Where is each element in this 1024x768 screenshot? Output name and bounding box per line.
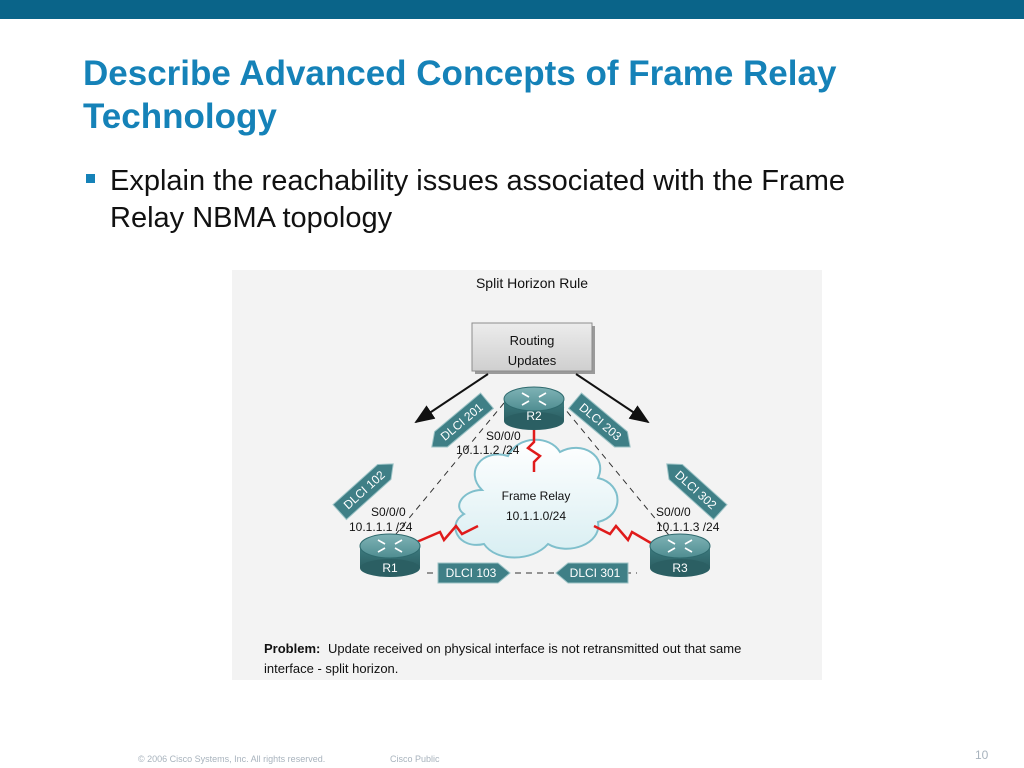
diagram-title: Split Horizon Rule [476, 275, 588, 291]
problem-label: Problem: [264, 641, 320, 656]
cloud-name: Frame Relay [502, 489, 571, 503]
split-horizon-diagram: Split Horizon Rule Routing Updates Frame… [232, 270, 822, 680]
router-r3-icon [667, 539, 693, 553]
router-r3: R3 [649, 533, 711, 577]
dlci-103-tag: DLCI 103 [437, 562, 511, 584]
bullet-square-icon [86, 174, 95, 183]
router-r1-icon [377, 539, 403, 553]
router-r2-name: R2 [526, 409, 542, 423]
page-number: 10 [975, 748, 989, 762]
footer-classification: Cisco Public [390, 754, 440, 764]
router-r3-name: R3 [672, 561, 688, 575]
frame-relay-cloud: Frame Relay 10.1.1.0/24 [454, 438, 619, 559]
serial-links [411, 420, 657, 548]
routing-box-line1: Routing [510, 333, 555, 348]
r1-interface-label: S0/0/0 [371, 505, 406, 519]
bullet-text: Explain the reachability issues associat… [110, 165, 846, 234]
router-r2-icon [521, 392, 547, 406]
cloud-network: 10.1.1.0/24 [506, 509, 566, 523]
r1-ip-label: 10.1.1.1 /24 [349, 520, 413, 534]
problem-text-line1: Update received on physical interface is… [328, 641, 741, 656]
dlci-103-label: DLCI 103 [446, 566, 497, 580]
top-banner [0, 0, 1024, 19]
footer-copyright: © 2006 Cisco Systems, Inc. All rights re… [138, 754, 326, 764]
routing-box-line2: Updates [508, 353, 557, 368]
router-r1-name: R1 [382, 561, 398, 575]
update-arrow-left [414, 373, 489, 424]
router-r1: R1 [359, 533, 421, 577]
slide-title: Describe Advanced Concepts of Frame Rela… [83, 54, 837, 136]
dlci-301-label: DLCI 301 [570, 566, 621, 580]
router-r2: R2 [503, 386, 565, 430]
r3-ip-label: 10.1.1.3 /24 [656, 520, 720, 534]
routing-updates-box: Routing Updates [471, 322, 595, 374]
problem-caption-line1: Problem: Update received on physical int… [264, 641, 741, 656]
update-arrow-right [575, 373, 650, 424]
dlci-301-tag: DLCI 301 [555, 562, 629, 584]
problem-text-line2: interface - split horizon. [264, 661, 398, 676]
r2-interface-label: S0/0/0 [486, 429, 521, 443]
r2-ip-label: 10.1.1.2 /24 [456, 443, 520, 457]
split-horizon-figure: Split Horizon Rule Routing Updates Frame… [232, 270, 822, 680]
r3-interface-label: S0/0/0 [656, 505, 691, 519]
